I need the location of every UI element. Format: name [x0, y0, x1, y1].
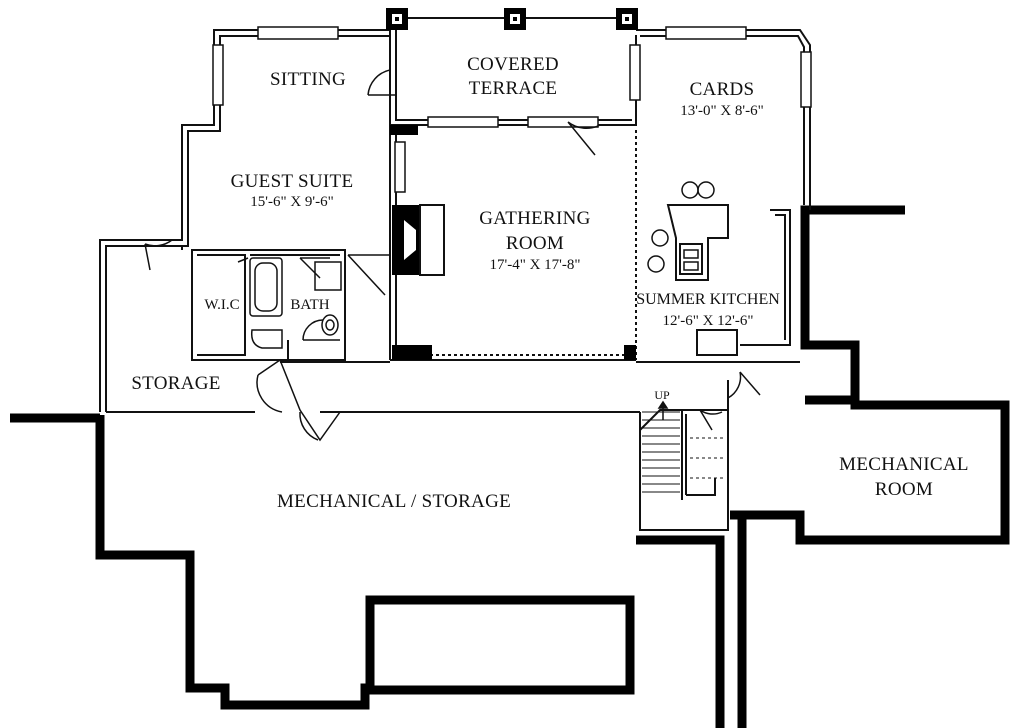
- stair-treads: [642, 411, 726, 493]
- covered-terrace-label-line2: TERRACE: [468, 78, 558, 99]
- wic-label: W.I.C: [204, 297, 240, 313]
- kitchen-fixtures: [647, 181, 715, 273]
- lower-right-wall: [636, 535, 725, 728]
- gathering-room-label-line1: GATHERING: [479, 208, 591, 229]
- summer-kitchen-dimensions: 12'-6" X 12'-6": [662, 313, 754, 329]
- guest-suite-label: GUEST SUITE: [230, 171, 354, 192]
- bath-label: BATH: [290, 297, 330, 313]
- gathering-room-dimensions: 17'-4" X 17'-8": [489, 257, 581, 273]
- summer-kitchen-label: SUMMER KITCHEN: [636, 291, 780, 308]
- interior-walls: [99, 12, 811, 531]
- terrace-posts: [386, 8, 638, 360]
- mechanical-room-label-line2: ROOM: [874, 479, 934, 500]
- stairs-up-label: UP: [654, 388, 670, 402]
- mechanical-room-wall: [730, 205, 1010, 545]
- lower-outer-wall: [95, 415, 635, 710]
- windows: [212, 26, 812, 193]
- sitting-label: SITTING: [270, 69, 346, 90]
- bath-fixtures: [249, 257, 342, 349]
- mechanical-storage-label: MECHANICAL / STORAGE: [276, 491, 512, 512]
- fireplace: [392, 204, 445, 276]
- storage-label: STORAGE: [131, 373, 221, 394]
- cards-dimensions: 13'-0" X 8'-6": [680, 103, 764, 119]
- guest-suite-dimensions: 15'-6" X 9'-6": [250, 194, 334, 210]
- doors: [144, 69, 761, 442]
- covered-terrace-label-line1: COVERED: [467, 54, 559, 75]
- gathering-room-label-line2: ROOM: [505, 233, 565, 254]
- mechanical-room-label-line1: MECHANICAL: [839, 454, 969, 475]
- stair-arrow: [657, 400, 669, 420]
- cards-label: CARDS: [689, 79, 755, 100]
- exterior-walls: [10, 205, 1010, 728]
